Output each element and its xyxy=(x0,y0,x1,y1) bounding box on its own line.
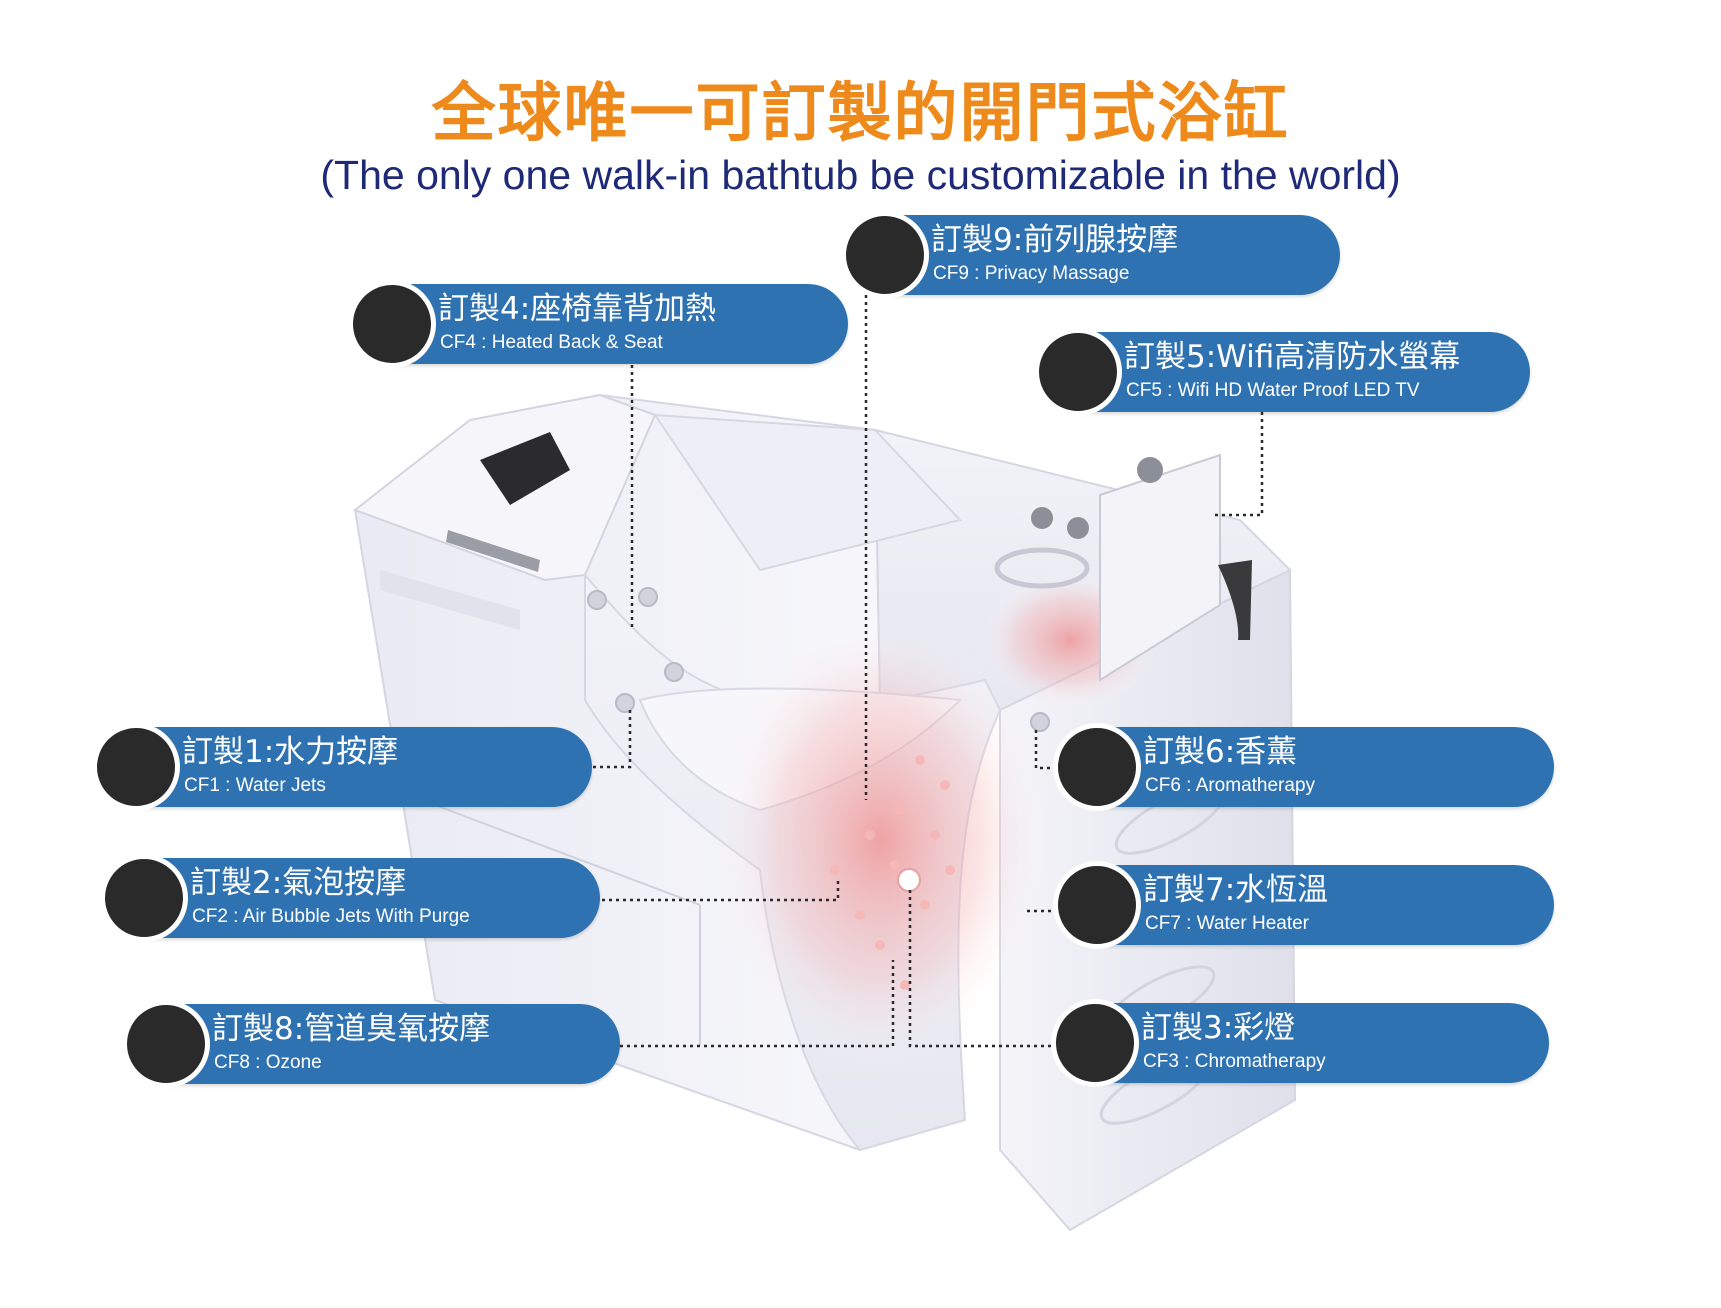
feature-label-cf2: 訂製2:氣泡按摩 CF2 : Air Bubble Jets With Purg… xyxy=(100,854,600,942)
feature-name-en: CF3 : Chromatherapy xyxy=(1143,1051,1326,1072)
feature-name-en: CF4 : Heated Back & Seat xyxy=(440,332,663,353)
bubble-jets xyxy=(830,755,955,990)
marker-dot xyxy=(92,723,180,811)
page-subtitle: (The only one walk-in bathtub be customi… xyxy=(320,152,1401,198)
page-title: 全球唯一可訂製的開門式浴缸 xyxy=(431,77,1290,151)
faucet-handle xyxy=(1137,457,1163,483)
marker-dot xyxy=(1034,328,1122,416)
feature-name-en: CF7 : Water Heater xyxy=(1145,913,1310,934)
feature-name-zh: 訂製9:前列腺按摩 xyxy=(931,222,1179,258)
feature-label-cf4: 訂製4:座椅靠背加熱 CF4 : Heated Back & Seat xyxy=(348,280,848,368)
marker-dot xyxy=(1053,861,1141,949)
feature-label-cf5: 訂製5:Wifi高清防水螢幕 CF5 : Wifi HD Water Proof… xyxy=(1034,328,1530,416)
feature-label-cf6: 訂製6:香薰 CF6 : Aromatherapy xyxy=(1053,723,1554,811)
feature-name-en: CF6 : Aromatherapy xyxy=(1145,775,1316,796)
grab-bar xyxy=(994,547,1090,589)
tv-screen xyxy=(1099,453,1221,682)
feature-label-cf7: 訂製7:水恆溫 CF7 : Water Heater xyxy=(1053,861,1554,949)
marker-dot xyxy=(1051,999,1139,1087)
feature-name-en: CF5 : Wifi HD Water Proof LED TV xyxy=(1126,380,1420,401)
headrest-pillow xyxy=(480,432,570,505)
faucet-handle xyxy=(1067,517,1089,539)
marker-dot xyxy=(1053,723,1141,811)
marker-dot xyxy=(841,211,929,299)
marker-dot xyxy=(348,280,436,368)
feature-name-en: CF9 : Privacy Massage xyxy=(933,263,1130,284)
feature-label-cf3: 訂製3:彩燈 CF3 : Chromatherapy xyxy=(1051,999,1549,1087)
feature-label-cf1: 訂製1:水力按摩 CF1 : Water Jets xyxy=(92,723,592,811)
feature-name-zh: 訂製7:水恆溫 xyxy=(1143,872,1329,908)
feature-name-zh: 訂製6:香薰 xyxy=(1143,734,1298,770)
feature-name-zh: 訂製4:座椅靠背加熱 xyxy=(438,291,717,327)
control-panel xyxy=(446,530,540,572)
feature-name-zh: 訂製1:水力按摩 xyxy=(182,734,399,770)
feature-label-cf9: 訂製9:前列腺按摩 CF9 : Privacy Massage xyxy=(841,211,1340,299)
marker-dot xyxy=(100,854,188,942)
feature-name-en: CF1 : Water Jets xyxy=(184,775,326,796)
leader-lines xyxy=(593,295,1264,1048)
water-jets xyxy=(587,587,1050,732)
feature-label-cf8: 訂製8:管道臭氧按摩 CF8 : Ozone xyxy=(122,1000,620,1088)
chromatherapy-light xyxy=(897,868,921,892)
wall-fixture xyxy=(1218,560,1252,640)
faucet-handle xyxy=(1031,507,1053,529)
glow-light xyxy=(710,610,1050,1070)
feature-name-zh: 訂製5:Wifi高清防水螢幕 xyxy=(1124,339,1461,375)
feature-name-en: CF8 : Ozone xyxy=(214,1052,322,1073)
feature-name-en: CF2 : Air Bubble Jets With Purge xyxy=(192,906,470,927)
feature-name-zh: 訂製2:氣泡按摩 xyxy=(190,865,407,901)
feature-name-zh: 訂製8:管道臭氧按摩 xyxy=(212,1011,491,1047)
marker-dot xyxy=(122,1000,210,1088)
feature-name-zh: 訂製3:彩燈 xyxy=(1141,1010,1296,1046)
